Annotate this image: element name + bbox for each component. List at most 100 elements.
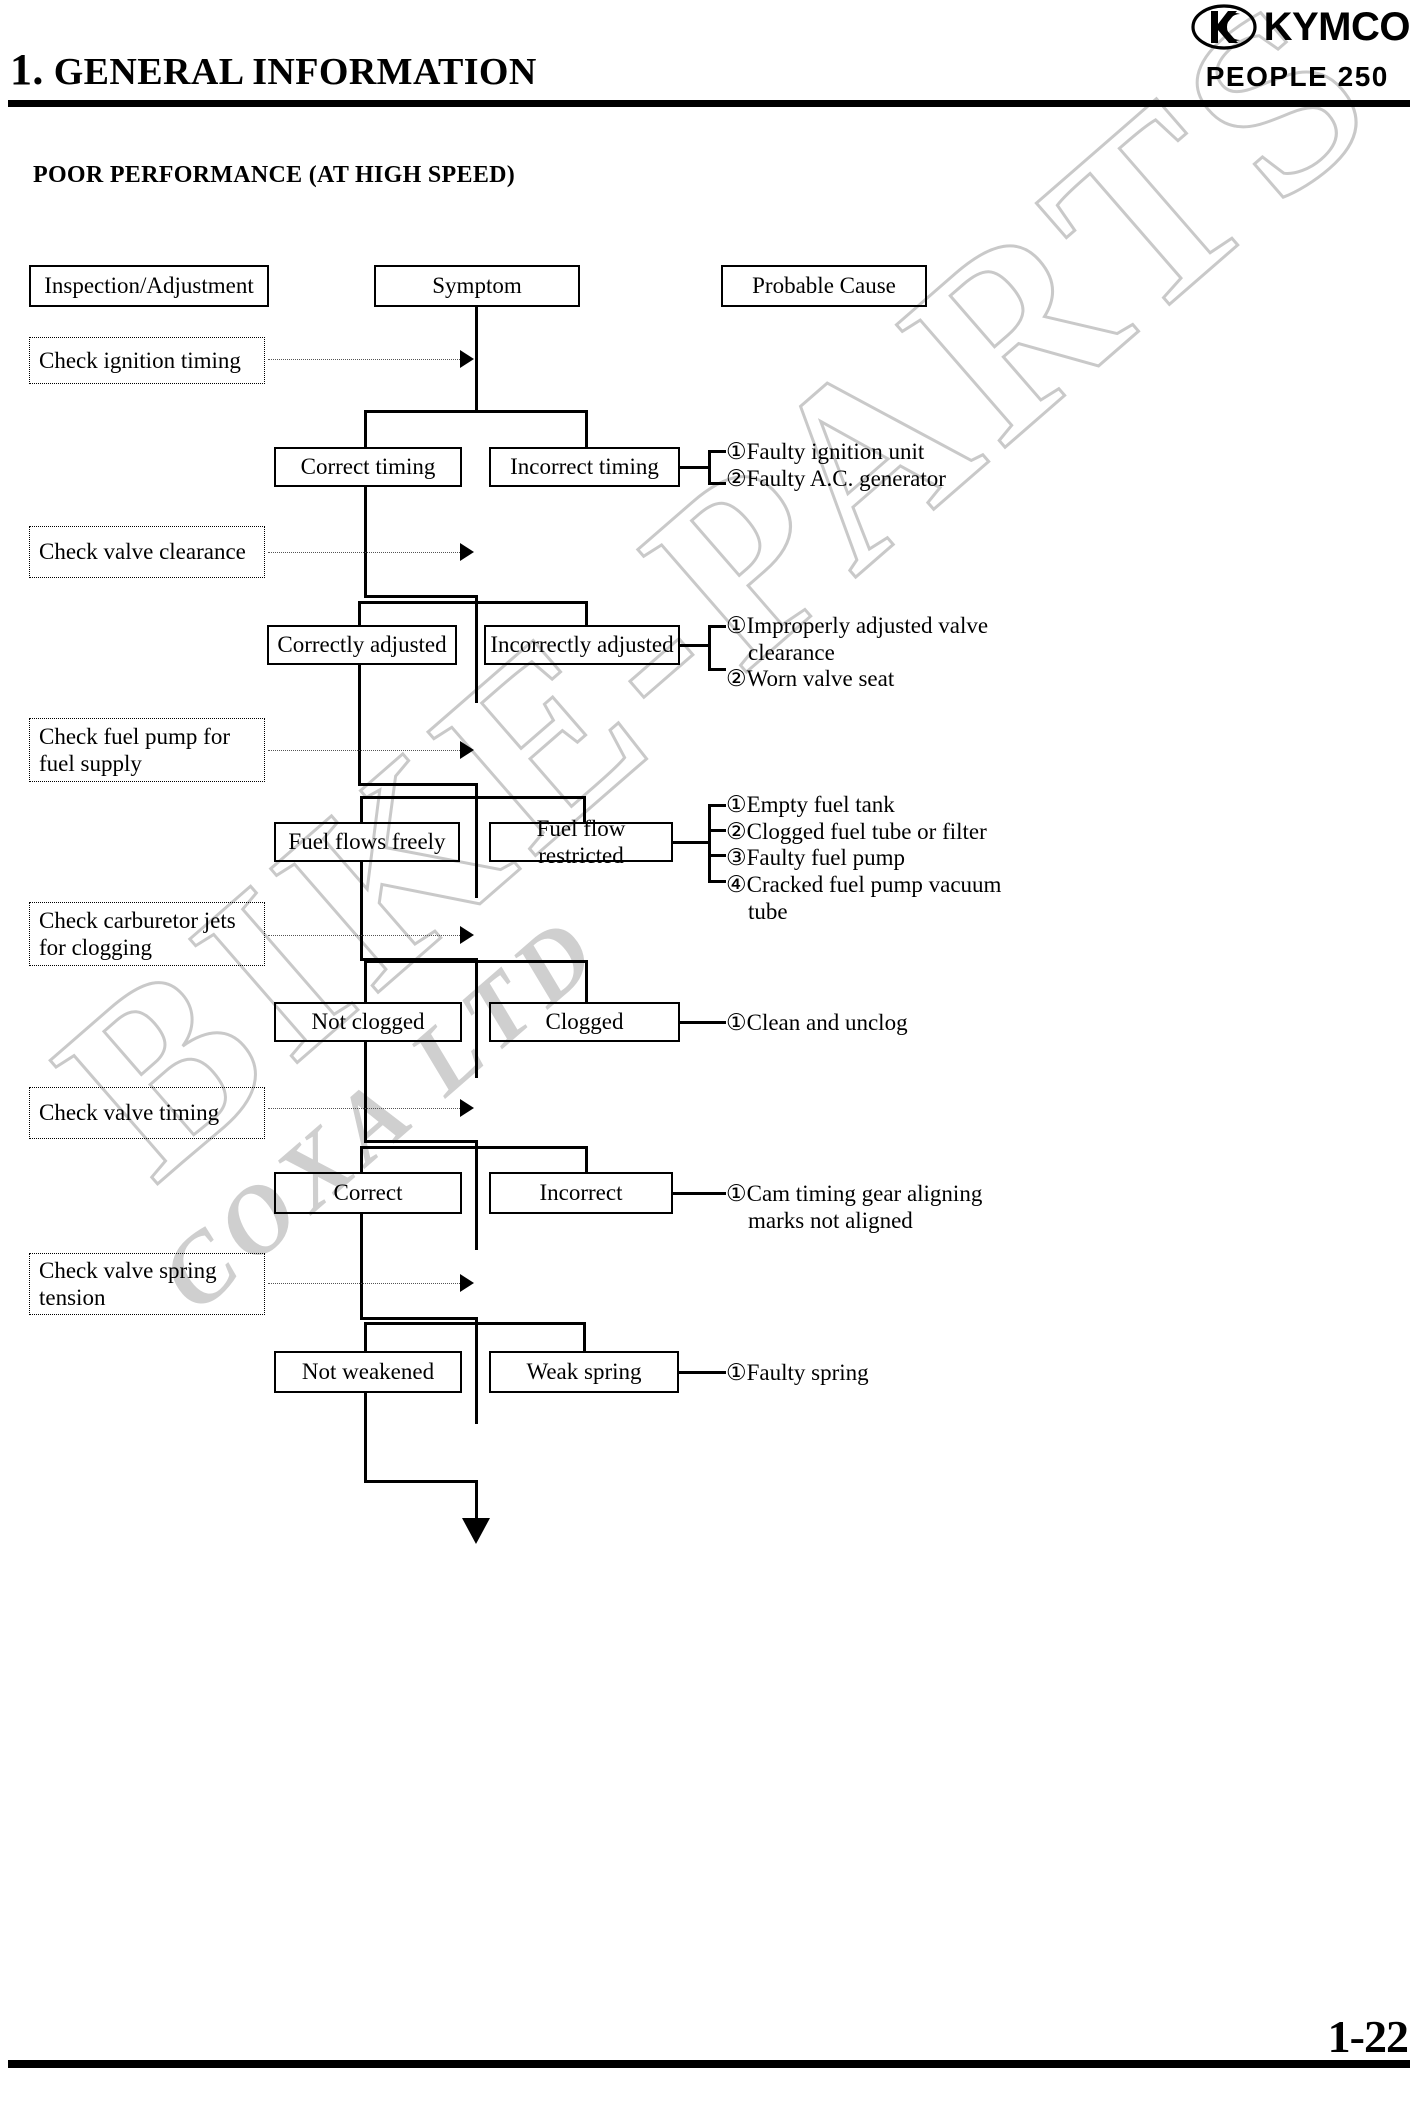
chapter-title: GENERAL INFORMATION [53, 51, 537, 93]
dotted-connector-2 [268, 552, 460, 553]
spine-jog [358, 783, 477, 786]
check-box-6: Check valve spring tension [29, 1253, 265, 1315]
spine-jog [360, 958, 477, 961]
cause-tick-2b [708, 668, 726, 671]
spine-segment [475, 958, 478, 1078]
check-box-4: Check carburetor jets for clogging [29, 902, 265, 966]
branch-bar-6 [364, 1322, 586, 1325]
cause-tick-2a [708, 625, 726, 628]
result-ok-1: Correct timing [274, 447, 462, 487]
cause-list-5: ①Cam timing gear aligning marks not alig… [726, 1181, 982, 1234]
dotted-connector-1 [268, 359, 460, 360]
exit-jog [364, 1480, 478, 1483]
result-ok-2: Correctly adjusted [267, 625, 457, 665]
branch-bar-2 [358, 601, 588, 604]
cause-list-4: ①Clean and unclog [726, 1010, 908, 1037]
page-header: 1. GENERAL INFORMATION KYMCO PEOPLE 250 [0, 0, 1418, 110]
spine-jog [364, 1140, 477, 1143]
cause-item-continuation: tube [748, 898, 788, 924]
cause-item: ①Clean and unclog [726, 1010, 908, 1035]
dotted-connector-6 [268, 1283, 460, 1284]
kymco-logo-icon [1191, 4, 1257, 50]
spine-segment [475, 595, 478, 703]
branch-bar-5 [360, 1146, 588, 1149]
result-bad-2: Incorrectly adjusted [484, 625, 680, 665]
header-divider [8, 100, 1410, 107]
cause-tick-1a [708, 450, 726, 453]
footer-divider [8, 2060, 1410, 2068]
exit-segment [364, 1393, 367, 1483]
cause-item: ③Faulty fuel pump [726, 845, 906, 871]
branch-bar-4 [364, 960, 588, 963]
cause-tick-3d [708, 880, 726, 883]
cause-tick-3c [708, 854, 726, 857]
cause-item: ①Cam timing gear aligning [726, 1181, 983, 1206]
branch-right-1 [585, 410, 588, 448]
cause-item-continuation: clearance [748, 639, 835, 665]
result-ok-5: Correct [274, 1172, 462, 1214]
branch-left-5 [360, 1146, 363, 1173]
result-ok-6: Not weakened [274, 1351, 462, 1393]
branch-right-5 [585, 1146, 588, 1173]
cause-list-1: ①Faulty ignition unit ②Faulty A.C. gener… [726, 439, 946, 492]
spine-segment [475, 307, 478, 412]
dotted-connector-5 [268, 1108, 460, 1109]
page-number: 1-22 [1327, 2011, 1409, 2062]
spine-segment [360, 862, 363, 960]
result-bad-6: Weak spring [489, 1351, 679, 1393]
cause-stem-6 [679, 1371, 726, 1374]
result-bad-5: Incorrect [489, 1172, 673, 1214]
exit-segment [475, 1480, 478, 1520]
arrowhead-5 [460, 1099, 474, 1117]
chapter-number: 1. [10, 45, 44, 94]
cause-stem-2 [680, 644, 710, 647]
cause-item: ④Cracked fuel pump vacuum [726, 872, 1002, 898]
branch-bar-3 [360, 796, 585, 799]
arrowhead-3 [460, 741, 474, 759]
check-box-2: Check valve clearance [29, 526, 265, 578]
cause-list-3: ①Empty fuel tank ②Clogged fuel tube or f… [726, 792, 1001, 925]
spine-segment [475, 783, 478, 898]
branch-left-4 [364, 960, 367, 1002]
branch-right-4 [585, 960, 588, 1002]
cause-item-continuation: marks not aligned [748, 1207, 913, 1233]
brand-wordmark: KYMCO [1263, 5, 1411, 49]
arrowhead-6 [460, 1274, 474, 1292]
spine-segment [475, 1317, 478, 1424]
spine-segment [364, 1042, 367, 1142]
dotted-connector-4 [268, 935, 460, 936]
column-header-symptom: Symptom [374, 265, 580, 307]
cause-item: ②Clogged fuel tube or filter [726, 818, 987, 844]
cause-bracket-1 [708, 450, 711, 484]
branch-right-3 [583, 796, 586, 822]
page-title: 1. GENERAL INFORMATION [10, 44, 537, 95]
flow-end-arrowhead [462, 1518, 490, 1544]
result-ok-4: Not clogged [274, 1002, 462, 1042]
branch-left-3 [360, 796, 363, 822]
cause-item: ①Faulty ignition unit [726, 439, 925, 464]
check-box-1: Check ignition timing [29, 337, 265, 384]
result-bad-3: Fuel flow restricted [489, 816, 673, 868]
cause-item: ②Worn valve seat [726, 666, 895, 692]
spine-segment [360, 1214, 363, 1319]
cause-bracket-2 [708, 625, 711, 670]
cause-stem-3 [673, 841, 708, 844]
dotted-connector-3 [268, 750, 460, 751]
section-title: POOR PERFORMANCE (AT HIGH SPEED) [33, 162, 516, 188]
column-header-inspection: Inspection/Adjustment [29, 265, 269, 307]
model-name: PEOPLE 250 [1205, 61, 1389, 92]
cause-tick-3b [708, 829, 726, 832]
result-bad-4: Clogged [489, 1002, 680, 1042]
branch-left-6 [364, 1322, 367, 1352]
spine-segment [358, 665, 361, 785]
result-bad-1: Incorrect timing [489, 447, 680, 487]
cause-item: ①Improperly adjusted valve [726, 613, 989, 638]
check-box-5: Check valve timing [29, 1087, 265, 1139]
cause-item: ①Faulty spring [726, 1360, 869, 1385]
column-header-probable-cause: Probable Cause [721, 265, 927, 307]
spine-segment [475, 1140, 478, 1250]
spine-segment [364, 487, 367, 597]
cause-stem-5 [673, 1192, 726, 1195]
cause-stem-1 [680, 466, 710, 469]
